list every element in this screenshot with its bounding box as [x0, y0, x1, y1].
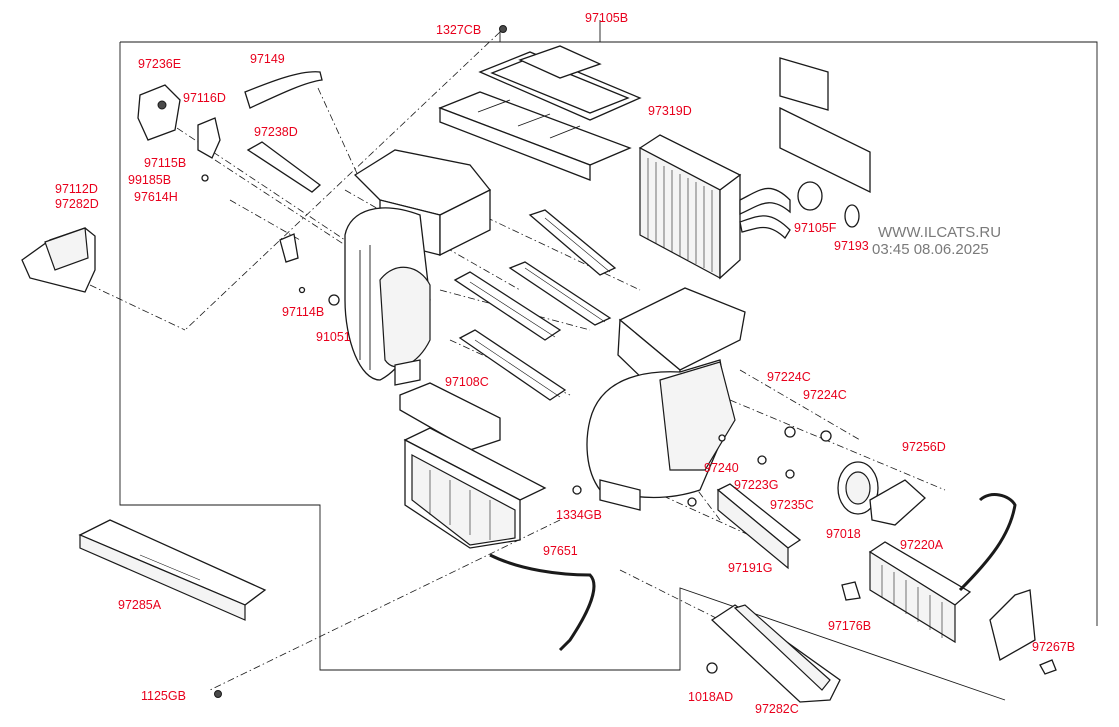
callout-91051[interactable]: 91051 — [316, 330, 351, 344]
callout-97282d[interactable]: 97282D — [55, 197, 99, 211]
callout-97614h[interactable]: 97614H — [134, 190, 178, 204]
callout-97105f[interactable]: 97105F — [794, 221, 837, 235]
callout-97236e[interactable]: 97236E — [138, 57, 182, 71]
callout-97116d[interactable]: 97116D — [183, 91, 226, 105]
left-duct-part — [21, 227, 96, 293]
callout-97112d[interactable]: 97112D — [55, 182, 98, 196]
callout-97149[interactable]: 97149 — [250, 52, 285, 66]
callout-97108c[interactable]: 97108C — [445, 375, 489, 389]
callout-1018ad[interactable]: 1018AD — [688, 690, 734, 704]
callout-97018[interactable]: 97018 — [826, 527, 861, 541]
fasteners — [201, 25, 1057, 698]
left-housing-part — [344, 149, 492, 386]
callout-97224c-a[interactable]: 97224C — [767, 370, 811, 384]
callout-97235c[interactable]: 97235C — [770, 498, 814, 512]
callout-1334gb[interactable]: 1334GB — [556, 508, 602, 522]
actuator-97116d-part — [197, 117, 221, 159]
callout-97224c-b[interactable]: 97224C — [803, 388, 847, 402]
drain-hose-part — [489, 553, 596, 652]
callout-1327cb[interactable]: 1327CB — [436, 23, 482, 37]
callout-99185b[interactable]: 99185B — [128, 173, 172, 187]
evaporator-core-part — [638, 134, 791, 280]
callout-97223g[interactable]: 97223G — [734, 478, 779, 492]
watermark-site: WWW.ILCATS.RU — [878, 224, 1002, 241]
callout-97651[interactable]: 97651 — [543, 544, 578, 558]
callout-1125gb[interactable]: 1125GB — [141, 689, 186, 703]
callout-97319d[interactable]: 97319D — [648, 104, 692, 118]
heater-core-97220a-part — [868, 493, 1036, 661]
heater-core-97191g-part — [716, 483, 802, 570]
filter-frame-part — [438, 45, 642, 181]
callout-97176b[interactable]: 97176B — [828, 619, 872, 633]
mode-doors — [453, 209, 617, 401]
callout-97115b[interactable]: 97115B — [144, 156, 187, 170]
leader-lines — [89, 31, 946, 691]
rear-duct-part — [710, 604, 841, 703]
callout-97285a[interactable]: 97285A — [118, 598, 162, 612]
callout-97105b[interactable]: 97105B — [585, 11, 629, 25]
lower-housing-part — [399, 382, 547, 549]
right-housing-part — [586, 287, 746, 511]
callout-97256d[interactable]: 97256D — [902, 440, 946, 454]
callout-97267b[interactable]: 97267B — [1032, 640, 1076, 654]
tube-97238d-part — [246, 141, 322, 193]
bottom-cover-part — [78, 519, 267, 621]
actuator-97236e-part — [137, 84, 181, 141]
callout-97193[interactable]: 97193 — [834, 239, 869, 253]
callout-97240[interactable]: 97240 — [704, 461, 739, 475]
fan-97018-part — [837, 461, 926, 526]
callout-97191g[interactable]: 97191G — [728, 561, 773, 575]
callout-97282c[interactable]: 97282C — [755, 702, 799, 716]
callout-97114b[interactable]: 97114B — [282, 305, 325, 319]
callout-97220a[interactable]: 97220A — [900, 538, 944, 552]
watermark-timestamp: 03:45 08.06.2025 — [872, 241, 989, 258]
hose-97149-part — [244, 71, 323, 109]
insulation-pads — [779, 57, 871, 228]
callout-97238d[interactable]: 97238D — [254, 125, 298, 139]
